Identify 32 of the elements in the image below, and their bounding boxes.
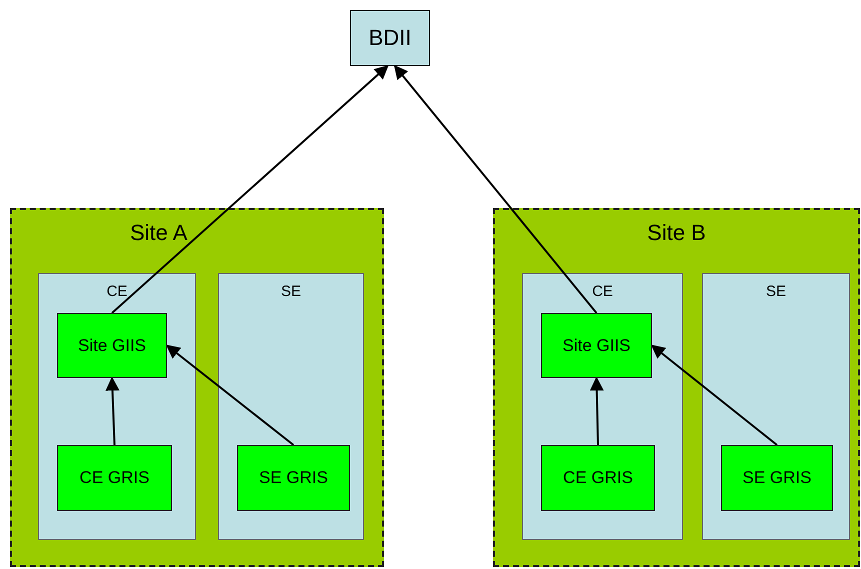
service-box: [541, 445, 655, 511]
node-label: Site GIIS: [78, 336, 146, 356]
node-label: BDII: [368, 25, 412, 51]
site-region: [10, 208, 384, 567]
panel-title: CE: [106, 283, 128, 300]
server-box: [350, 10, 430, 66]
element-panel: [218, 273, 364, 540]
node-label: SE GRIS: [742, 468, 812, 488]
arrow: [111, 65, 389, 314]
node-label: SE GRIS: [259, 468, 328, 488]
service-box: [541, 313, 652, 378]
arrow: [394, 64, 598, 314]
panel-title: CE: [591, 283, 614, 300]
arrow: [590, 376, 604, 446]
panel-title: SE: [764, 283, 787, 300]
site-title: Site A: [130, 220, 188, 246]
service-box: [57, 313, 167, 378]
site-title: Site B: [646, 220, 707, 246]
panel-title: SE: [280, 283, 302, 300]
element-panel: [702, 273, 850, 540]
node-label: Site GIIS: [562, 336, 631, 356]
service-box: [57, 445, 172, 511]
arrow: [650, 344, 778, 446]
arrow: [105, 376, 120, 446]
node-label: CE GRIS: [80, 468, 150, 488]
node-label: CE GRIS: [563, 468, 633, 488]
site-region: [493, 208, 860, 567]
service-box: [237, 445, 350, 511]
element-panel: [522, 273, 683, 540]
arrow: [166, 344, 294, 446]
element-panel: [38, 273, 196, 540]
service-box: [721, 445, 833, 511]
